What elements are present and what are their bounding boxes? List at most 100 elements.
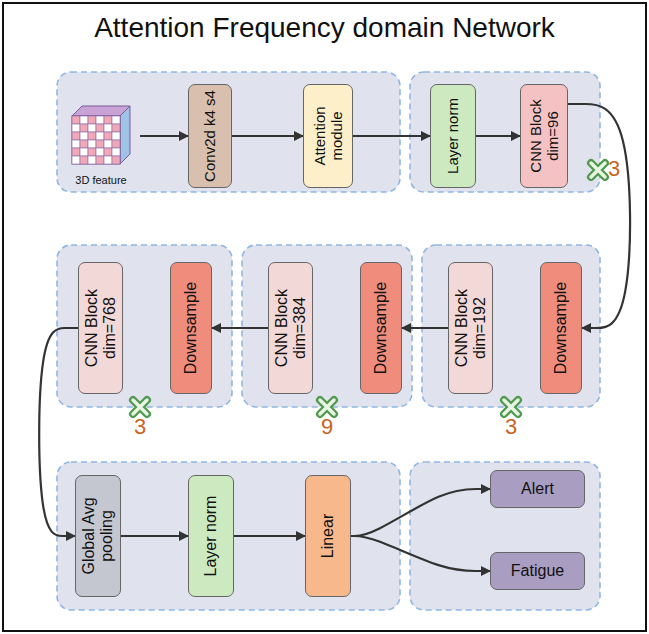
- flow-arrow: [140, 135, 188, 137]
- group-panel: [57, 245, 232, 407]
- group-panel: [410, 72, 600, 192]
- outer-frame: [3, 3, 646, 631]
- diagram-title: Attention Frequency domain Network: [0, 12, 649, 44]
- flow-arrow: [212, 327, 268, 329]
- repeat-count: 3: [505, 416, 517, 438]
- node-text: Downsample: [182, 266, 200, 390]
- repeat-cross: [133, 400, 147, 414]
- node-text: Conv2d k4 s4: [201, 88, 218, 184]
- repeat-cross: [504, 400, 518, 414]
- cube-cell: [72, 140, 80, 148]
- cube-cell: [88, 148, 96, 156]
- cube-cell: [104, 148, 112, 156]
- cross-outline: [504, 400, 518, 414]
- cube-cell: [112, 132, 120, 140]
- cube-cell: [80, 116, 88, 124]
- cube-cell: [96, 148, 104, 156]
- norm-box: Layer norm: [188, 475, 234, 597]
- cnn-block-box: CNN Block dim=384: [268, 262, 313, 394]
- node-text: 3D feature: [75, 174, 126, 188]
- cube-cell: [104, 140, 112, 148]
- group-panel: [57, 462, 400, 610]
- repeat-count: 3: [134, 416, 146, 438]
- cnn-block-box: CNN Block dim=768: [78, 262, 123, 394]
- cube-cell: [112, 156, 120, 164]
- node-text: CNN Block dim=768: [82, 266, 119, 390]
- cube-cell: [72, 124, 80, 132]
- flow-arrow: [232, 135, 303, 137]
- node-text: Downsample: [552, 266, 570, 390]
- repeat-cross: [591, 163, 605, 177]
- cube-cell: [88, 156, 96, 164]
- cube-cell: [112, 140, 120, 148]
- node-text: CNN Block dim=192: [452, 266, 489, 390]
- cube-cell: [104, 156, 112, 164]
- flow-arrow: [402, 327, 448, 329]
- cube-cell: [104, 132, 112, 140]
- node-text: Alert: [521, 480, 554, 498]
- flow-arrow: [121, 535, 188, 537]
- flow-arrow: [351, 536, 490, 571]
- cube-cell: [72, 148, 80, 156]
- cube-cell: [88, 140, 96, 148]
- cube-side: [120, 106, 130, 164]
- feature-cube: [72, 106, 130, 164]
- node-text: Fatigue: [511, 562, 564, 580]
- cube-cell: [112, 124, 120, 132]
- group-panel: [422, 245, 600, 407]
- downsample-box: Downsample: [360, 262, 402, 394]
- flow-arrow: [353, 135, 430, 137]
- cube-cell: [96, 132, 104, 140]
- cnn-block-box: CNN Block dim=192: [448, 262, 493, 394]
- cube-cell: [112, 116, 120, 124]
- flow-arrow: [351, 489, 490, 536]
- output-box: Fatigue: [490, 552, 585, 590]
- node-text: Layer norm: [202, 479, 220, 593]
- output-box: Alert: [490, 470, 585, 508]
- cube-front: [72, 116, 120, 164]
- cube-cell: [72, 156, 80, 164]
- cross-outline: [320, 400, 334, 414]
- attention-box: Attention module: [303, 84, 353, 188]
- cross-fill: [320, 400, 334, 414]
- group-panel: [57, 72, 400, 192]
- cross-fill: [133, 400, 147, 414]
- flow-arrow: [476, 135, 520, 137]
- cube-cell: [96, 156, 104, 164]
- node-text: Layer norm: [444, 88, 461, 184]
- conv-box: Conv2d k4 s4: [188, 84, 232, 188]
- cube-cell: [96, 140, 104, 148]
- cube-cell: [96, 124, 104, 132]
- group-panel: [410, 462, 600, 610]
- group-panel: [242, 245, 412, 407]
- linear-box: Linear: [305, 475, 351, 597]
- cube-cell: [80, 148, 88, 156]
- node-text: CNN Block dim=96: [527, 88, 562, 184]
- cube-cell: [88, 116, 96, 124]
- cube-cell: [88, 132, 96, 140]
- cube-cell: [80, 124, 88, 132]
- cross-fill: [591, 163, 605, 177]
- cube-cell: [72, 132, 80, 140]
- cross-fill: [504, 400, 518, 414]
- cube-cell: [80, 132, 88, 140]
- node-text: Attention module: [311, 88, 346, 184]
- cube-cell: [112, 148, 120, 156]
- cross-outline: [133, 400, 147, 414]
- flow-arrow: [234, 535, 305, 537]
- cube-cell: [80, 140, 88, 148]
- cube-cell: [80, 156, 88, 164]
- node-text: Linear: [319, 479, 337, 593]
- cube-cell: [104, 124, 112, 132]
- pooling-box: Global Avg pooling: [75, 475, 121, 597]
- flow-arrow: [39, 328, 78, 536]
- repeat-cross: [320, 400, 334, 414]
- repeat-count: 9: [321, 416, 333, 438]
- node-text: CNN Block dim=384: [272, 266, 309, 390]
- cube-cell: [88, 124, 96, 132]
- downsample-box: Downsample: [170, 262, 212, 394]
- cnn-block-box: CNN Block dim=96: [520, 84, 568, 188]
- cube-cell: [104, 116, 112, 124]
- feature-input: 3D feature: [62, 100, 140, 188]
